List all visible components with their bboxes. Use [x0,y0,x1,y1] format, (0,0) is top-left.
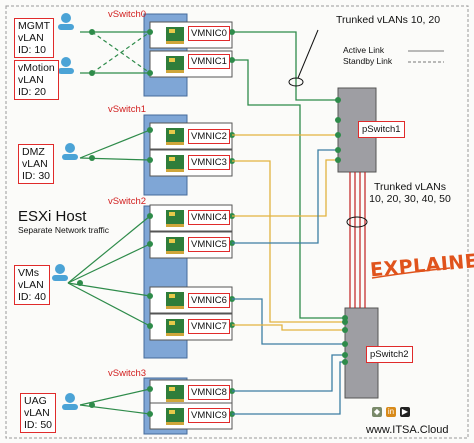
nic-chip-icon [166,128,184,145]
user-icon [62,143,78,160]
vswitch3-title: vSwitch3 [108,368,147,379]
vmnic4-label: VMNIC4 [188,210,230,225]
vmnic9-label: VMNIC9 [188,408,230,423]
user-icon [62,393,78,410]
trunk1-arrow [297,29,319,79]
vmnic2-label: VMNIC2 [188,129,230,144]
vm-mgmt-label: MGMT vLAN ID: 10 [14,18,55,58]
nic-chip-icon [166,319,184,336]
vswitch0-crossover-links [91,31,151,74]
nic-chip-icon [166,27,184,44]
trunk1-label: Trunked vLANs 10, 20 [335,14,441,26]
vmnic1-label: VMNIC1 [188,54,230,69]
nic-chip-icon [166,210,184,227]
nic-chip-icon [166,237,184,254]
website-link[interactable]: www.ITSA.Cloud [366,424,449,436]
nic-chip-icon [166,408,184,425]
trunk2-line2: 10, 20, 30, 40, 50 [369,193,451,205]
nic-chip-icon [166,56,184,73]
vm-vmotion-label: vMotion vLAN ID: 20 [14,60,59,100]
vmnic0-label: VMNIC0 [188,26,230,41]
trunk2-line1: Trunked vLANs [374,181,446,193]
user-icon [58,57,74,74]
trunk-bundle-ring [346,216,368,228]
pswitch-ports [335,97,348,365]
vmnic3-label: VMNIC3 [188,155,230,170]
legend-active-label: Active Link [343,45,385,55]
legend-standby-label: Standby Link [343,56,393,66]
nic-chip-icon [166,155,184,172]
youtube-icon[interactable]: ▶ [400,407,410,417]
esxi-host-frame [5,5,469,439]
nic-chip-icons [166,27,184,425]
nic-chip-icon [166,292,184,309]
shield-icon[interactable]: ◆ [372,407,382,417]
esxi-host-subtitle: Separate Network traffic [18,225,110,235]
user-icon [52,264,68,281]
vmnic5-label: VMNIC5 [188,237,230,252]
trunk2-label: Trunked vLANs 10, 20, 30, 40, 50 [355,181,465,205]
vmnic7-label: VMNIC7 [188,319,230,334]
vm-vms-label: VMs vLAN ID: 40 [14,265,51,305]
explained-underline [371,267,451,279]
esxi-host-title: ESXi Host [18,208,87,225]
vswitch0-title: vSwitch0 [108,9,147,20]
inter-switch-trunk [349,172,366,308]
vswitch1-title: vSwitch1 [108,104,147,115]
nic-chip-icon [166,385,184,402]
vmnic8-label: VMNIC8 [188,385,230,400]
user-icon [58,13,74,30]
uplinks [232,31,345,415]
trunk1-bundle-ring [288,77,304,87]
vswitch2-title: vSwitch2 [108,196,147,207]
vm-dmz-label: DMZ vLAN ID: 30 [18,144,55,184]
pswitch1-label: pSwitch1 [358,121,405,138]
vmnic6-label: VMNIC6 [188,293,230,308]
vm-uag-label: UAG vLAN ID: 50 [20,393,57,433]
linkedin-icon[interactable]: in [386,407,396,417]
pswitch2-label: pSwitch2 [366,346,413,363]
